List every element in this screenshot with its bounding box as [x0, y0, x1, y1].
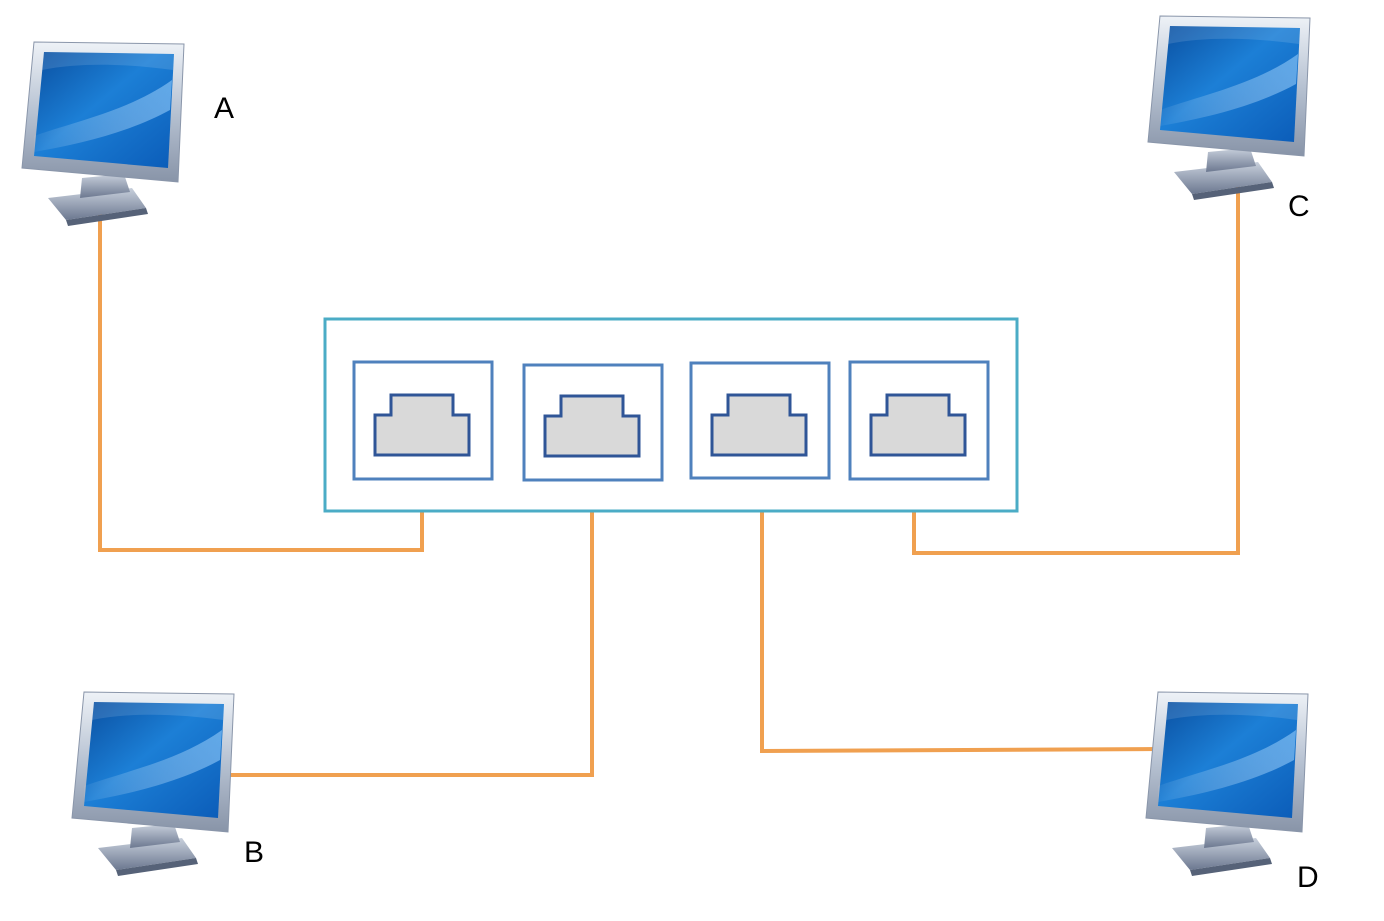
switch-port-2	[522, 363, 664, 482]
network-switch	[323, 317, 1019, 513]
monitor-icon	[71, 691, 235, 877]
monitor-icon	[21, 41, 185, 227]
switch-port-3	[689, 361, 831, 480]
computer-d: D	[1145, 691, 1319, 894]
cable-b	[226, 430, 594, 777]
cable-d	[760, 438, 1161, 754]
computer-c: C	[1147, 15, 1311, 223]
monitor-icon	[1147, 15, 1311, 201]
node-label-d: D	[1297, 861, 1319, 894]
node-label-a: A	[214, 92, 234, 125]
computer-a: A	[21, 41, 234, 227]
switch-port-4	[848, 360, 990, 481]
computer-b: B	[71, 691, 264, 877]
monitor-icon	[1145, 691, 1309, 877]
node-label-c: C	[1288, 190, 1310, 223]
node-label-b: B	[244, 836, 264, 869]
switch-port-1	[352, 360, 494, 481]
